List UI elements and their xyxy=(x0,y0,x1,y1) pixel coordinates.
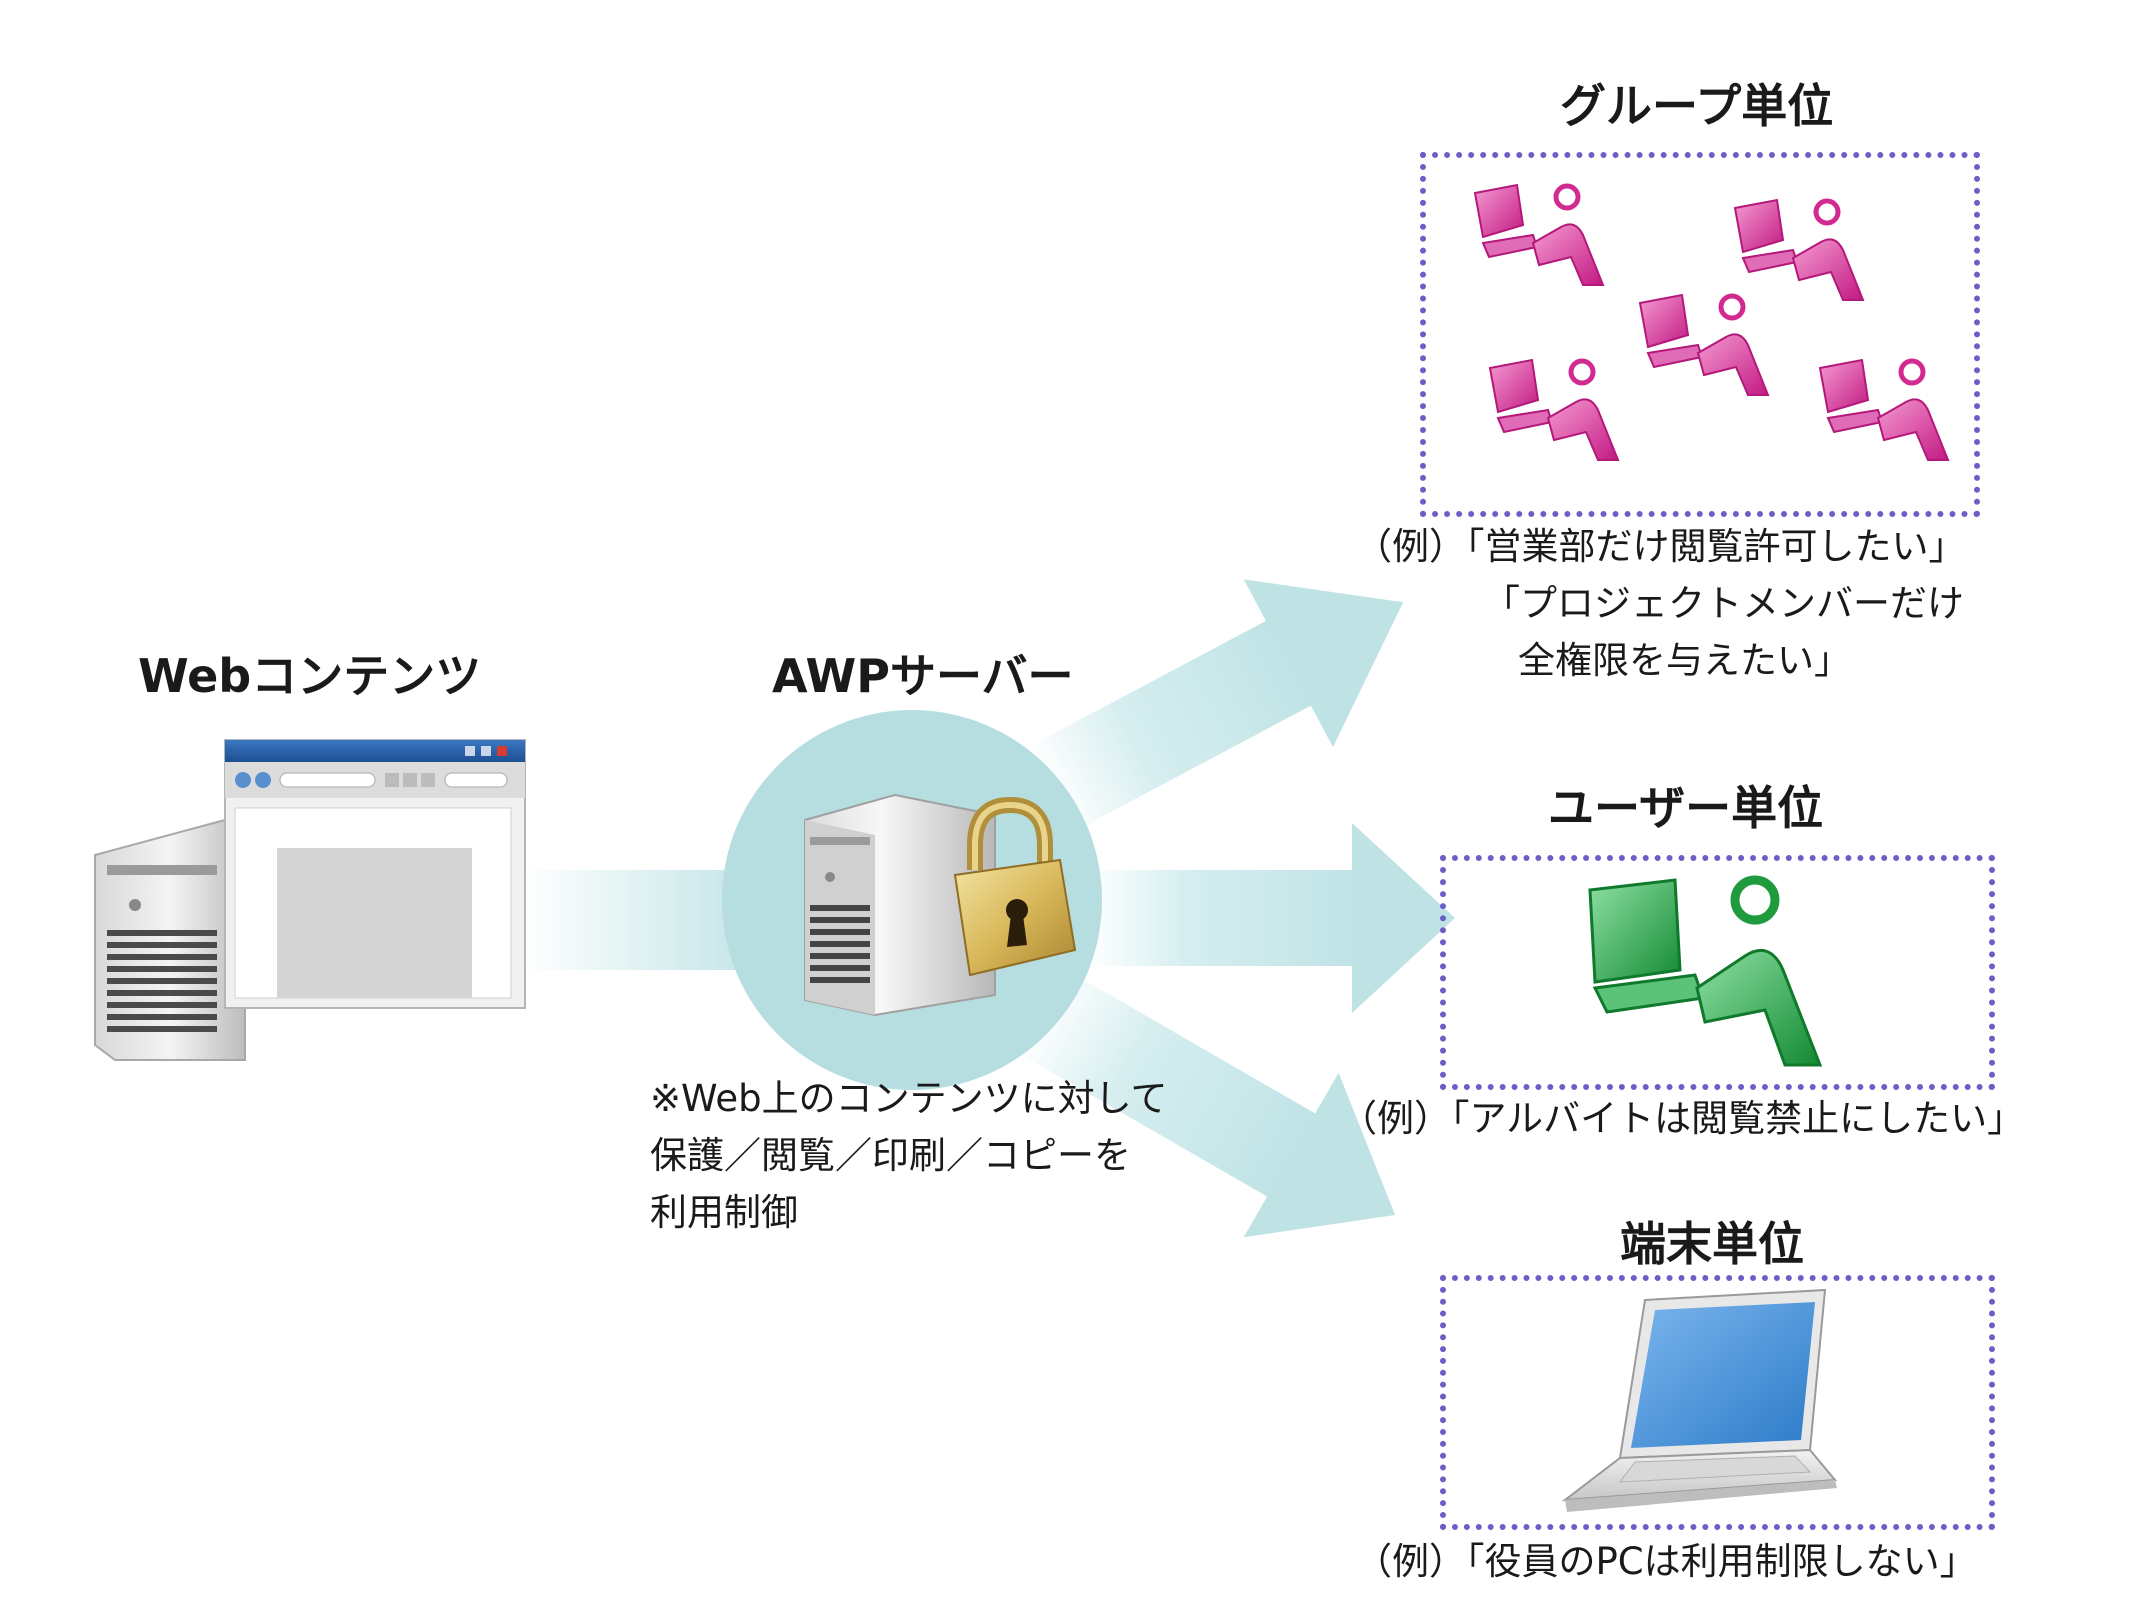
web-server-icon xyxy=(94,739,526,1061)
group-example-line-3: 全権限を与えたい」 xyxy=(1518,639,1851,682)
group-example-line-1: （例）「営業部だけ閲覧許可したい」 xyxy=(1355,525,1966,568)
laptop-icon xyxy=(1561,1288,1838,1512)
server-note-line-3: 利用制御 xyxy=(650,1191,798,1234)
arrow-to-user xyxy=(1090,823,1455,1013)
arrow-to-terminal xyxy=(1016,968,1396,1238)
user-example-line-1: （例）「アルバイトは閲覧禁止にしたい」 xyxy=(1340,1097,2025,1140)
terminal-box xyxy=(1440,1275,1995,1530)
group-unit-title: グループ単位 xyxy=(1560,79,1834,133)
user-unit-title: ユーザー単位 xyxy=(1548,781,1824,835)
user-box xyxy=(1440,855,1995,1090)
server-note-line-1: ※Web上のコンテンツに対して xyxy=(650,1077,1168,1120)
awp-server-icon xyxy=(804,793,1077,1017)
group-users-icon xyxy=(1440,165,1980,505)
single-user-icon xyxy=(1588,875,1823,1067)
group-box xyxy=(1420,152,1980,517)
awp-server-title: AWPサーバー xyxy=(772,649,1074,703)
server-note-line-2: 保護／閲覧／印刷／コピーを xyxy=(650,1134,1131,1177)
group-example-line-2: 「プロジェクトメンバーだけ xyxy=(1483,582,1964,625)
web-contents-title: Webコンテンツ xyxy=(138,649,482,703)
terminal-example-line-1: （例）「役員のPCは利用制限しない」 xyxy=(1355,1540,1977,1583)
terminal-unit-title: 端末単位 xyxy=(1620,1217,1804,1271)
arrow-to-group xyxy=(1027,579,1404,833)
